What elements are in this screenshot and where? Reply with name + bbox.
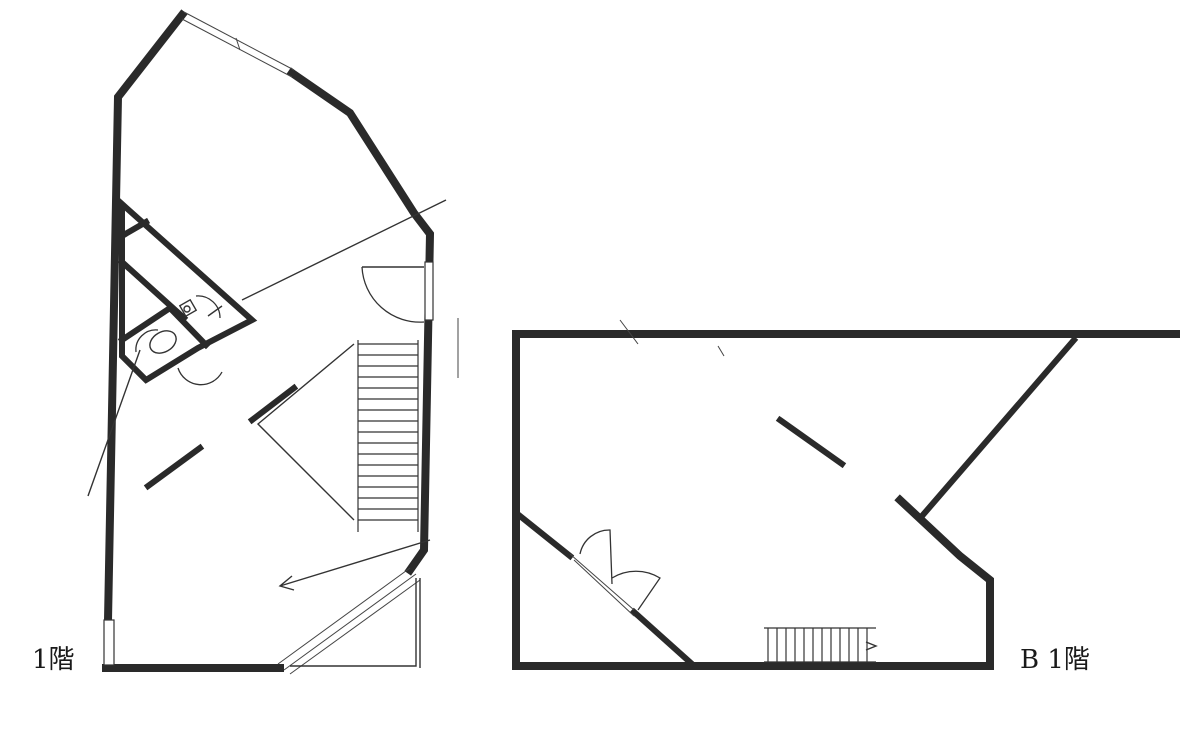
- basement-floor-plan: [512, 319, 1180, 670]
- first-floor-window-east: [424, 261, 434, 321]
- basement-door: [579, 529, 661, 611]
- first-floor-outer-wall-north-east: [286, 67, 435, 576]
- basement-diagonal-wall-east: [917, 335, 1079, 521]
- basement-outer-wall: [512, 330, 1180, 670]
- first-floor-stair-void: [256, 343, 355, 521]
- first-floor-door-east: [361, 266, 425, 323]
- basement-window-diagonal: [569, 553, 635, 617]
- first-floor-staircase: [357, 340, 419, 532]
- first-floor-label: 1階: [32, 645, 75, 675]
- first-floor-window-west: [103, 619, 115, 666]
- first-floor-plan: [87, 9, 459, 675]
- first-floor-arrow: [278, 539, 431, 591]
- first-floor-toilet-fixture: [135, 295, 223, 386]
- basement-floor-label: B 1階: [1020, 645, 1090, 675]
- first-floor-window-north: [181, 11, 295, 78]
- first-floor-toilet-block: [119, 197, 258, 384]
- first-floor-beam-mid: [247, 383, 299, 425]
- basement-diagonal-wall-west: [515, 511, 575, 561]
- first-floor-entrance-frame: [290, 578, 417, 667]
- first-floor-section-line: [241, 199, 447, 301]
- first-floor-outer-wall: [103, 9, 188, 625]
- first-floor-beam-left: [143, 443, 205, 491]
- basement-beam: [775, 415, 847, 469]
- basement-staircase: [764, 627, 878, 663]
- first-floor-entrance-glazing: [277, 567, 421, 675]
